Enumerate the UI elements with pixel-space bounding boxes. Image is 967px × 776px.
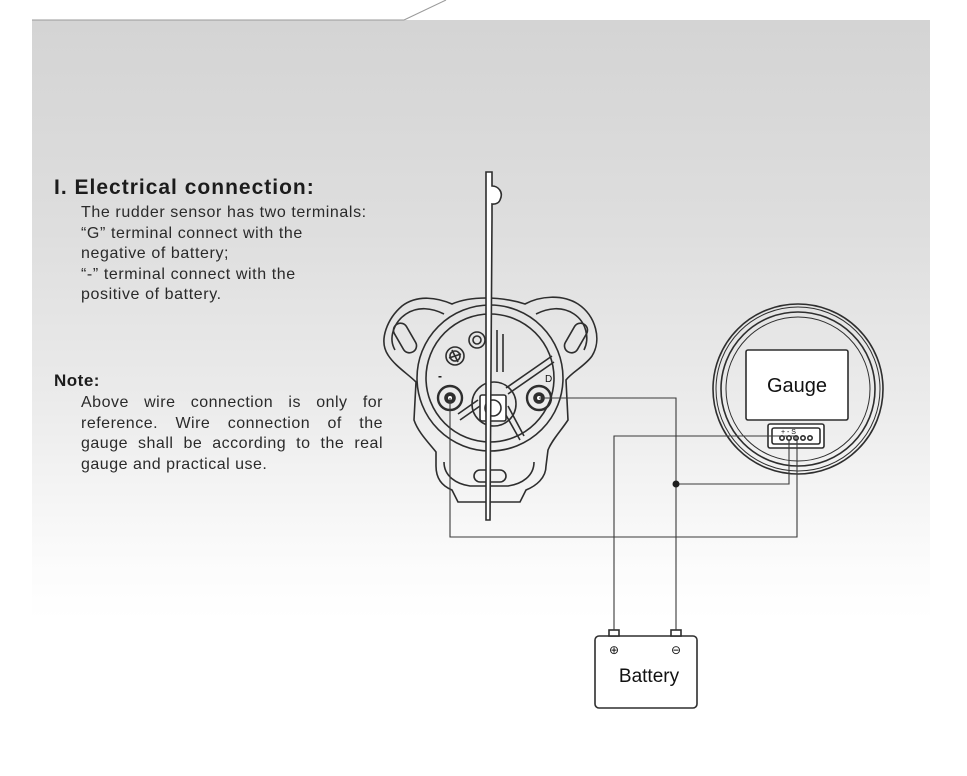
rudder-arm: [485, 171, 503, 521]
wire-sensor-g-to-battery-negative: [539, 397, 677, 630]
gauge-terminal-symbols: + - S: [781, 429, 796, 436]
description-line: “-” terminal connect with the: [81, 265, 296, 283]
sensor-minus-symbol: -: [438, 369, 442, 383]
top-tab-edge: [0, 0, 447, 24]
sensor-g-symbol: D: [545, 374, 552, 385]
description-line: positive of battery.: [81, 286, 222, 303]
description-line: negative of battery;: [81, 245, 230, 262]
note-text: Above wire connection is only for refere…: [81, 394, 383, 473]
section-title: I. Electrical connection:: [54, 176, 315, 199]
battery-positive-symbol: ⊕: [609, 643, 619, 657]
battery: [594, 629, 698, 709]
wire-sensor-minus-to-gauge: [449, 398, 798, 538]
description-line: “G” terminal connect with the: [81, 224, 303, 242]
background-panel: [32, 20, 930, 620]
battery-label: Battery: [619, 666, 680, 687]
wire-battery-positive-to-gauge: [613, 435, 797, 630]
battery-negative-symbol: ⊖: [671, 643, 681, 657]
gauge-label: Gauge: [767, 375, 827, 397]
wire-junction: [672, 480, 680, 488]
section-description: The rudder sensor has two terminals: “G”…: [81, 203, 441, 306]
wire-junction-to-gauge: [676, 440, 790, 485]
note-title: Note:: [54, 371, 100, 390]
description-line: The rudder sensor has two terminals:: [81, 204, 367, 221]
wires: [449, 397, 798, 630]
